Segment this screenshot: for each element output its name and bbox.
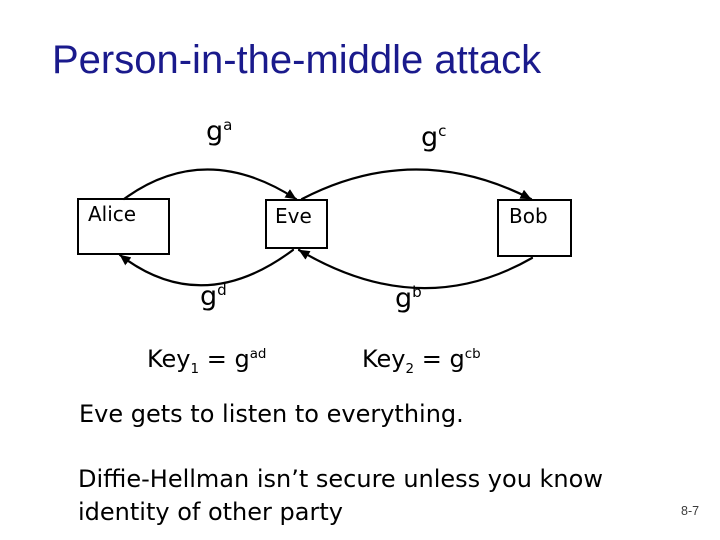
arrow-alice-to-eve-icon (122, 168, 298, 201)
key1-exponent: ad (249, 347, 267, 362)
key1-base: g (234, 345, 250, 373)
actor-box-eve: Eve (265, 199, 328, 249)
message-gb: gb (395, 284, 422, 314)
message-gd-exp: d (217, 281, 227, 299)
arrow-bob-to-eve-icon (297, 248, 534, 290)
message-ga: ga (206, 117, 232, 147)
message-gd: gd (200, 282, 227, 312)
message-gb-base: g (395, 283, 413, 314)
key2-name: Key (362, 345, 406, 373)
message-gc: gc (421, 123, 446, 153)
slide-title: Person-in-the-middle attack (52, 38, 542, 82)
key2-equals: = (414, 345, 450, 373)
dh-warning-text: Diffie-Hellman isn’t secure unless you k… (78, 463, 603, 529)
key2-subscript: 2 (405, 361, 415, 377)
key2-formula: Key2 = gcb (362, 345, 481, 378)
key1-equals: = (199, 345, 235, 373)
message-gc-base: g (421, 122, 439, 153)
message-ga-exp: a (223, 116, 233, 134)
actor-box-bob: Bob (497, 199, 572, 257)
dh-warning-line2: identity of other party (78, 498, 343, 526)
key2-base: g (449, 345, 465, 373)
key1-formula: Key1 = gad (147, 345, 266, 378)
message-gc-exp: c (438, 122, 447, 140)
actor-label-alice: Alice (88, 202, 137, 226)
key1-subscript: 1 (190, 361, 200, 377)
arrow-eve-to-bob-icon (300, 168, 533, 201)
message-gd-base: g (200, 281, 218, 312)
message-gb-exp: b (412, 283, 422, 301)
page-number: 8-7 (681, 504, 700, 518)
eve-listen-text: Eve gets to listen to everything. (79, 400, 464, 428)
key1-name: Key (147, 345, 191, 373)
key2-exponent: cb (464, 347, 481, 362)
actor-label-eve: Eve (275, 204, 312, 228)
dh-warning-line1: Diffie-Hellman isn’t secure unless you k… (78, 465, 603, 493)
arrow-eve-to-alice-icon (118, 248, 295, 287)
message-ga-base: g (206, 116, 224, 147)
actor-label-bob: Bob (509, 204, 548, 228)
